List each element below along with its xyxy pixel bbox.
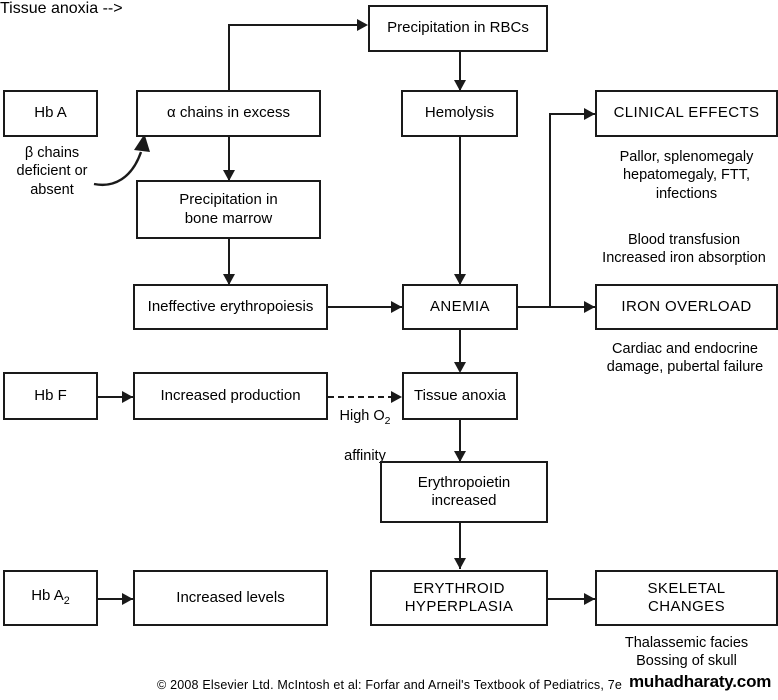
arrowhead-to-increased-production — [122, 391, 133, 403]
arrowhead-to-skeletal-changes — [584, 593, 595, 605]
node-ineffective-erythropoiesis-label: Ineffective erythropoiesis — [147, 297, 314, 315]
footer-watermark: muhadharaty.com — [629, 672, 772, 692]
connector-anemia-to-right-junction — [518, 306, 595, 308]
connector-ineffective-to-anemia — [328, 306, 402, 308]
caption-high-o2-suffix: affinity — [344, 447, 386, 464]
caption-high-o2-affinity: High O2 affinity — [326, 389, 404, 465]
connector-increased-production-to-tissue-anoxia-dashed — [328, 396, 394, 398]
arrowhead-to-ineffective-erythropoiesis — [223, 274, 235, 285]
arrowhead-to-increased-levels — [122, 593, 133, 605]
arrowhead-to-erythropoietin — [454, 451, 466, 462]
arrowhead-to-tissue-anoxia — [454, 362, 466, 373]
node-clinical-effects-label: CLINICAL EFFECTS — [613, 104, 760, 122]
node-hb-a2-label: Hb A2 — [31, 587, 70, 608]
node-hb-a[interactable]: Hb A — [3, 90, 98, 137]
node-hb-a2-subscript: 2 — [63, 595, 70, 608]
connector-tissue-anoxia-to-erythropoietin — [459, 420, 461, 461]
connector-erythroid-to-skeletal — [548, 598, 595, 600]
caption-clinical-effects-details: Pallor, splenomegaly hepatomegaly, FTT, … — [619, 149, 754, 202]
arrowhead-to-tissue-anoxia-left — [391, 391, 402, 403]
connector-hbf-to-increased-production — [98, 396, 133, 398]
connector-junction-vertical-to-clinical-effects — [549, 113, 551, 308]
node-alpha-chains-label: α chains in excess — [167, 104, 290, 122]
node-hb-a2[interactable]: Hb A2 — [3, 570, 98, 626]
node-precipitation-in-rbcs[interactable]: Precipitation in RBCs — [368, 5, 548, 52]
node-increased-production-label: Increased production — [160, 386, 301, 404]
node-increased-levels-label: Increased levels — [176, 588, 285, 606]
node-hb-f-label: Hb F — [34, 386, 67, 404]
node-erythroid-hyperplasia-label: ERYTHROID HYPERPLASIA — [404, 579, 514, 615]
node-alpha-chains-in-excess[interactable]: α chains in excess — [136, 90, 321, 137]
arrowhead-to-anemia-left — [391, 301, 402, 313]
node-hb-a2-prefix: Hb A — [31, 587, 64, 605]
caption-skeletal-changes-details: Thalassemic facies Bossing of skull — [624, 635, 749, 670]
node-clinical-effects[interactable]: CLINICAL EFFECTS — [595, 90, 778, 137]
arrowhead-to-hemolysis — [454, 80, 466, 91]
connector-hba2-to-increased-levels — [98, 598, 133, 600]
caption-blood-transfusion-details: Blood transfusion Increased iron absorpt… — [602, 232, 766, 267]
node-iron-overload[interactable]: IRON OVERLOAD — [595, 284, 778, 330]
node-erythroid-hyperplasia[interactable]: ERYTHROID HYPERPLASIA — [370, 570, 548, 626]
connector-alpha-to-marrow — [228, 137, 230, 180]
arrowhead-to-precipitation-rbcs — [357, 19, 368, 31]
caption-iron-overload-details: Cardiac and endocrine damage, pubertal f… — [606, 341, 764, 376]
caption-high-o2-subscript: 2 — [384, 416, 391, 428]
curved-connector-beta-chains-to-alpha-chains — [93, 134, 150, 187]
node-erythropoietin-label: Erythropoietin increased — [417, 473, 511, 509]
connector-alpha-to-rbcs-vertical — [228, 24, 230, 92]
node-anemia-label: ANEMIA — [430, 297, 490, 315]
node-erythropoietin-increased[interactable]: Erythropoietin increased — [380, 461, 548, 523]
node-anemia[interactable]: ANEMIA — [402, 284, 518, 330]
node-precipitation-in-bone-marrow[interactable]: Precipitation in bone marrow — [136, 180, 321, 239]
connector-erythropoietin-to-erythroid-hyperplasia — [459, 523, 461, 569]
connector-junction-to-clinical-effects — [549, 113, 595, 115]
node-increased-levels[interactable]: Increased levels — [133, 570, 328, 626]
node-tissue-anoxia[interactable]: Tissue anoxia — [402, 372, 518, 420]
node-precipitation-marrow-label: Precipitation in bone marrow — [179, 191, 278, 227]
node-skeletal-changes-label: SKELETAL CHANGES — [647, 579, 726, 615]
node-ineffective-erythropoiesis[interactable]: Ineffective erythropoiesis — [133, 284, 328, 330]
arrowhead-to-clinical-effects — [584, 108, 595, 120]
node-precipitation-rbcs-label: Precipitation in RBCs — [387, 19, 529, 37]
node-hb-a-label: Hb A — [34, 104, 67, 122]
node-tissue-anoxia-label: Tissue anoxia — [414, 386, 506, 404]
arrowhead-to-iron-overload — [584, 301, 595, 313]
node-hb-f[interactable]: Hb F — [3, 372, 98, 420]
connector-alpha-to-rbcs-horizontal — [228, 24, 363, 26]
node-increased-production[interactable]: Increased production — [133, 372, 328, 420]
connector-rbcs-to-hemolysis — [459, 52, 461, 90]
caption-high-o2-prefix: High O — [339, 408, 385, 425]
arrowhead-to-erythroid-hyperplasia — [454, 558, 466, 569]
caption-beta-chains-deficient: β chains deficient or absent — [16, 145, 88, 198]
node-iron-overload-label: IRON OVERLOAD — [621, 297, 752, 315]
connector-marrow-to-ineffective — [228, 239, 230, 284]
footer-copyright: © 2008 Elsevier Ltd. McIntosh et al: For… — [157, 678, 623, 692]
arrowhead-to-anemia-top — [454, 274, 466, 285]
node-hemolysis-label: Hemolysis — [424, 104, 495, 122]
connector-hemolysis-to-anemia — [459, 137, 461, 284]
connector-anemia-to-tissue-anoxia — [459, 330, 461, 368]
arrowhead-to-precipitation-marrow — [223, 170, 235, 181]
node-hemolysis[interactable]: Hemolysis — [401, 90, 518, 137]
node-skeletal-changes[interactable]: SKELETAL CHANGES — [595, 570, 778, 626]
